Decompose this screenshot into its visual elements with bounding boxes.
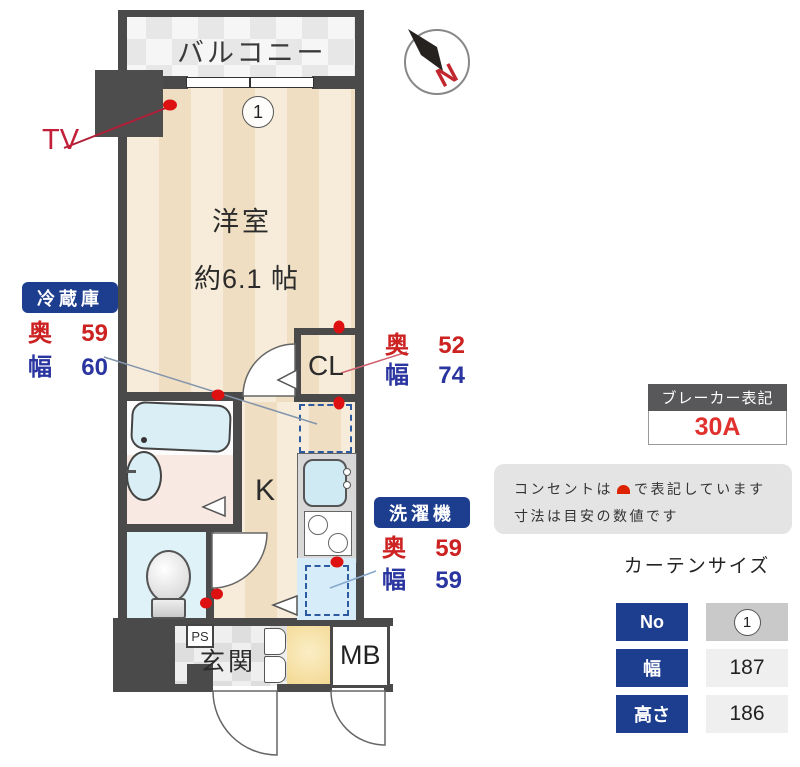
- washer-width-label: 幅: [382, 567, 406, 594]
- entrance-closet-door-upper: [264, 628, 286, 655]
- meter-box: [330, 624, 390, 688]
- wall-cl-top: [294, 328, 364, 335]
- washer-depth-label: 奥: [382, 535, 406, 562]
- toilet-tank: [151, 598, 186, 619]
- wall-bath-right: [233, 398, 242, 532]
- kitchen-faucet-knob-2: [343, 481, 351, 489]
- washer-space-dashed: [305, 565, 349, 616]
- washer-depth-row: 奥 59: [382, 537, 462, 561]
- closet-width-label: 幅: [385, 362, 409, 389]
- wall-bottom-right-stub: [384, 684, 393, 692]
- wall-bath-toilet: [118, 524, 242, 532]
- wall-room-divider: [118, 392, 244, 401]
- closet-label: CL: [308, 350, 344, 381]
- fridge-width-label: 幅: [28, 354, 52, 381]
- legend-note-line2: 寸法は目安の数値です: [514, 508, 679, 524]
- legend-note-line1: コンセントは で表記しています: [514, 476, 792, 503]
- fridge-width-value: 60: [81, 354, 108, 381]
- curtain-row-width-value: 187: [706, 649, 788, 687]
- fridge-space: [299, 404, 352, 453]
- closet-width-value: 74: [438, 362, 465, 389]
- shoe-cabinet: [287, 624, 331, 686]
- kitchen-faucet-knob-1: [343, 468, 351, 476]
- curtain-size-title: カーテンサイズ: [623, 556, 771, 577]
- breaker-header: ブレーカー表記: [648, 384, 787, 411]
- balcony-window-divider: [249, 77, 251, 88]
- curtain-no-badge: 1: [733, 608, 761, 636]
- bathroom-sink: [126, 451, 162, 501]
- tv-label: TV: [42, 124, 80, 156]
- outlet-legend-icon: [617, 485, 630, 494]
- fridge-depth-value: 59: [81, 320, 108, 347]
- tv-antenna-box: [95, 70, 163, 137]
- closet-depth-value: 52: [438, 332, 465, 359]
- curtain-row-width-label: 幅: [616, 649, 688, 687]
- mb-label: MB: [340, 640, 381, 670]
- bathtub-drain: [141, 437, 147, 443]
- curtain-marker-1: 1: [242, 96, 274, 128]
- closet-depth-label: 奥: [385, 332, 409, 359]
- curtain-row-no-label: No: [616, 603, 688, 641]
- compass-circle-icon: [404, 29, 470, 95]
- entrance-door-swing: [212, 690, 278, 756]
- wall-cl-left: [294, 328, 301, 402]
- compass: N: [404, 29, 470, 95]
- washer-depth-value: 59: [435, 535, 462, 562]
- legend-note: コンセントは で表記しています 寸法は目安の数値です: [494, 464, 792, 534]
- curtain-no-badge-text: 1: [742, 613, 752, 631]
- sink-tap: [126, 470, 136, 473]
- pipe-space-box: PS: [186, 624, 214, 648]
- compass-arrow-icon: [408, 29, 443, 71]
- kitchen-sink: [303, 459, 347, 507]
- wall-right: [355, 10, 364, 626]
- legend-note-line1-pre: コンセントは: [514, 481, 613, 497]
- balcony-label: バルコニー: [177, 38, 327, 68]
- wall-cl-bottom: [294, 394, 364, 402]
- curtain-row-no-value: 1: [706, 603, 788, 641]
- entrance-label: 玄関: [200, 648, 257, 676]
- wall-entry-top: [113, 618, 393, 626]
- washer-width-row: 幅 59: [382, 569, 462, 593]
- wall-window-right: [312, 76, 364, 89]
- ps-label: PS: [191, 628, 209, 644]
- room-label: 洋室: [212, 207, 272, 237]
- mb-door-swing: [330, 690, 386, 746]
- curtain-marker-1-text: 1: [252, 101, 263, 122]
- curtain-row-height-label: 高さ: [616, 695, 688, 733]
- balcony-floor: [120, 13, 360, 79]
- fridge-depth-row: 奥 59: [28, 322, 108, 346]
- kitchen-label: K: [255, 474, 276, 507]
- toilet-bowl: [146, 550, 191, 603]
- wall-toilet-right: [206, 530, 214, 626]
- wall-top: [118, 10, 364, 17]
- bathtub: [130, 400, 232, 454]
- legend-note-line1-post: で表記しています: [634, 481, 766, 497]
- compass-north-label: N: [431, 58, 462, 94]
- wall-left: [118, 10, 127, 626]
- fridge-width-row: 幅 60: [28, 356, 108, 380]
- entrance-closet-door-lower: [264, 656, 286, 683]
- wall-bottom-mid: [277, 684, 332, 692]
- fridge-tag: 冷蔵庫: [22, 282, 118, 313]
- door-gap-floor: [244, 392, 295, 402]
- breaker-value: 30A: [648, 411, 787, 445]
- washer-tag: 洗濯機: [374, 497, 470, 528]
- washer-width-value: 59: [435, 567, 462, 594]
- room-size-label: 約6.1 帖: [194, 264, 300, 294]
- closet-depth-row: 奥 52: [385, 334, 465, 358]
- stove-burner-2: [328, 533, 348, 553]
- wall-entry-left-block: [113, 626, 175, 692]
- curtain-row-height-value: 186: [706, 695, 788, 733]
- stove-burner-1: [308, 515, 328, 535]
- closet-width-row: 幅 74: [385, 364, 465, 388]
- wall-bottom-left: [113, 684, 213, 692]
- fridge-depth-label: 奥: [28, 320, 52, 347]
